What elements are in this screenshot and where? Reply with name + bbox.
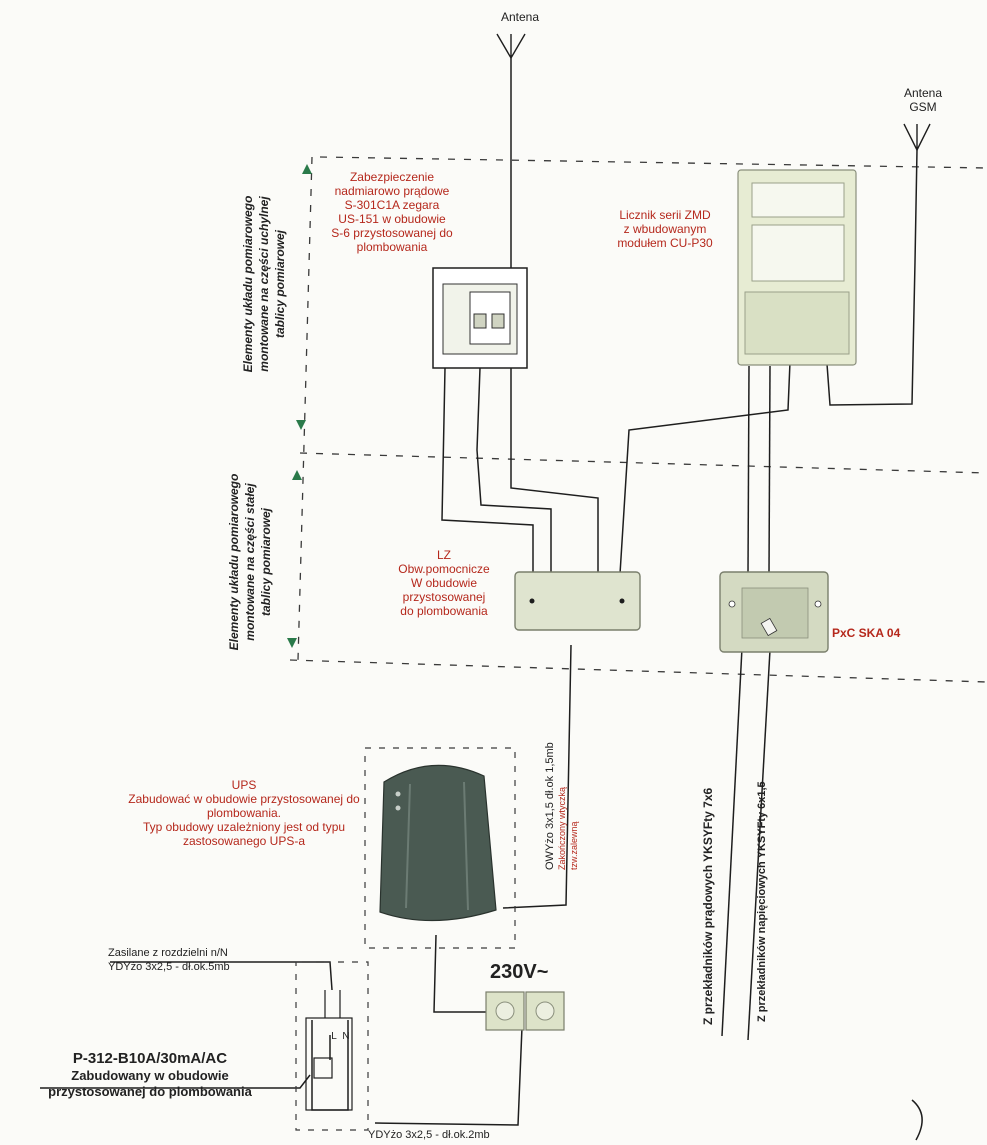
- ups-line-5: zastosowanego UPS-a: [182, 834, 306, 848]
- pxc-label: PxC SKA 04: [832, 626, 901, 640]
- antenna-gsm-line-2: GSM: [909, 100, 937, 114]
- ups-description: UPS Zabudować w obudowie przystosowanej …: [128, 778, 360, 848]
- rcd-line-2: Zabudowany w obudowie: [71, 1068, 229, 1083]
- aux-box-description: LZ Obw.pomocnicze W obudowie przystosowa…: [386, 548, 502, 618]
- rcd-line-1: P-312-B10A/30mA/AC: [72, 1050, 228, 1067]
- ups-unit: [379, 764, 497, 922]
- breaker-description: Zabezpieczenie nadmiarowo prądowe S-301C…: [306, 170, 478, 254]
- aux-line-3: W obudowie: [410, 576, 478, 590]
- meter-line-2: z wbudowanym: [623, 222, 707, 236]
- rcd-device: [305, 990, 353, 1111]
- ups-line-2: Zabudować w obudowie przystosowanej do: [128, 792, 360, 806]
- ups-cable-line-3: tzw.zalewną: [569, 821, 579, 870]
- zone-arrows: [287, 164, 312, 648]
- zone-lower-line-3: tablicy pomiarowej: [259, 507, 273, 617]
- ups-cable-line-1: OWYżo 3x1,5 dł.ok 1,5mb: [544, 742, 556, 870]
- antenna-main-icon: [496, 33, 526, 60]
- supply-description: Zasilane z rozdzielni n/N YDYżo 3x2,5 - …: [108, 946, 298, 974]
- zone-lower-label: Elementy układu pomiarowego montowane na…: [226, 444, 274, 680]
- bottom-cable-label: YDYżo 3x2,5 - dł.ok.2mb: [368, 1129, 490, 1141]
- supply-line-2: YDYżo 3x2,5 - dł.ok.5mb: [108, 961, 230, 973]
- meter-device: [737, 169, 857, 366]
- breaker-enclosure: [432, 267, 528, 369]
- ups-line-3: plombowania.: [206, 806, 282, 820]
- aux-line-2: Obw.pomocnicze: [398, 562, 490, 576]
- socket-outlets: [485, 991, 565, 1031]
- zone-lower-line-1: Elementy układu pomiarowego: [227, 473, 241, 651]
- antenna-gsm-line-1: Antena: [903, 86, 943, 100]
- breaker-line-1: Zabezpieczenie: [349, 170, 435, 184]
- wires: [40, 58, 918, 1126]
- zone-boundaries: [289, 156, 987, 683]
- zone-upper-line-2: montowane na części uchylnej: [257, 196, 271, 372]
- voltage-transformer-cable-label: Z przekładników napięciowych YKSYFty 6x1…: [756, 781, 768, 1022]
- signature-mark: [911, 1099, 923, 1141]
- zone-upper-label: Elementy układu pomiarowego montowane na…: [240, 166, 288, 402]
- breaker-line-5: S-6 przystosowanej do: [331, 226, 453, 240]
- aux-line-1: LZ: [436, 548, 451, 562]
- breaker-line-3: S-301C1A zegara: [344, 198, 440, 212]
- zone-upper-line-3: tablicy pomiarowej: [273, 229, 287, 339]
- zone-lower-line-2: montowane na części stałej: [243, 483, 257, 641]
- rcd-terminal-n: N: [342, 1031, 350, 1042]
- aux-circuit-box: [514, 571, 641, 631]
- meter-line-1: Licznik serii ZMD: [619, 208, 711, 222]
- ups-cable-line-2: Zakończony wtyczką: [557, 786, 567, 870]
- meter-line-3: modułem CU-P30: [617, 236, 713, 250]
- current-transformer-cable-label: Z przekładników prądowych YKSYFty 7x6: [701, 787, 715, 1025]
- antenna-gsm-icon: [903, 123, 931, 152]
- ups-line-1: UPS: [231, 778, 257, 792]
- zone-upper-line-1: Elementy układu pomiarowego: [241, 195, 255, 373]
- ups-line-4: Typ obudowy uzależniony jest od typu: [142, 820, 346, 834]
- breaker-line-6: plombowania: [356, 240, 428, 254]
- zone-border-right-sections: [295, 747, 516, 1131]
- aux-line-4: przystosowanej: [402, 590, 486, 604]
- meter-description: Licznik serii ZMD z wbudowanym modułem C…: [598, 208, 732, 250]
- aux-line-5: do plombowania: [400, 604, 488, 618]
- antenna-main-label: Antena: [500, 10, 540, 24]
- supply-line-1: Zasilane z rozdzielni n/N: [108, 947, 228, 959]
- breaker-line-4: US-151 w obudowie: [338, 212, 446, 226]
- rcd-description: P-312-B10A/30mA/AC Zabudowany w obudowie…: [20, 1050, 280, 1100]
- breaker-line-2: nadmiarowo prądowe: [334, 184, 450, 198]
- antenna-gsm-label: Antena GSM: [898, 86, 948, 114]
- pxc-ska-module: [719, 571, 829, 653]
- voltage-label: 230V~: [490, 961, 549, 983]
- rcd-line-3: przystosowanej do plombowania: [48, 1084, 252, 1099]
- rcd-terminal-l: L: [331, 1031, 337, 1042]
- ups-cable-label: OWYżo 3x1,5 dł.ok 1,5mb Zakończony wtycz…: [544, 670, 580, 870]
